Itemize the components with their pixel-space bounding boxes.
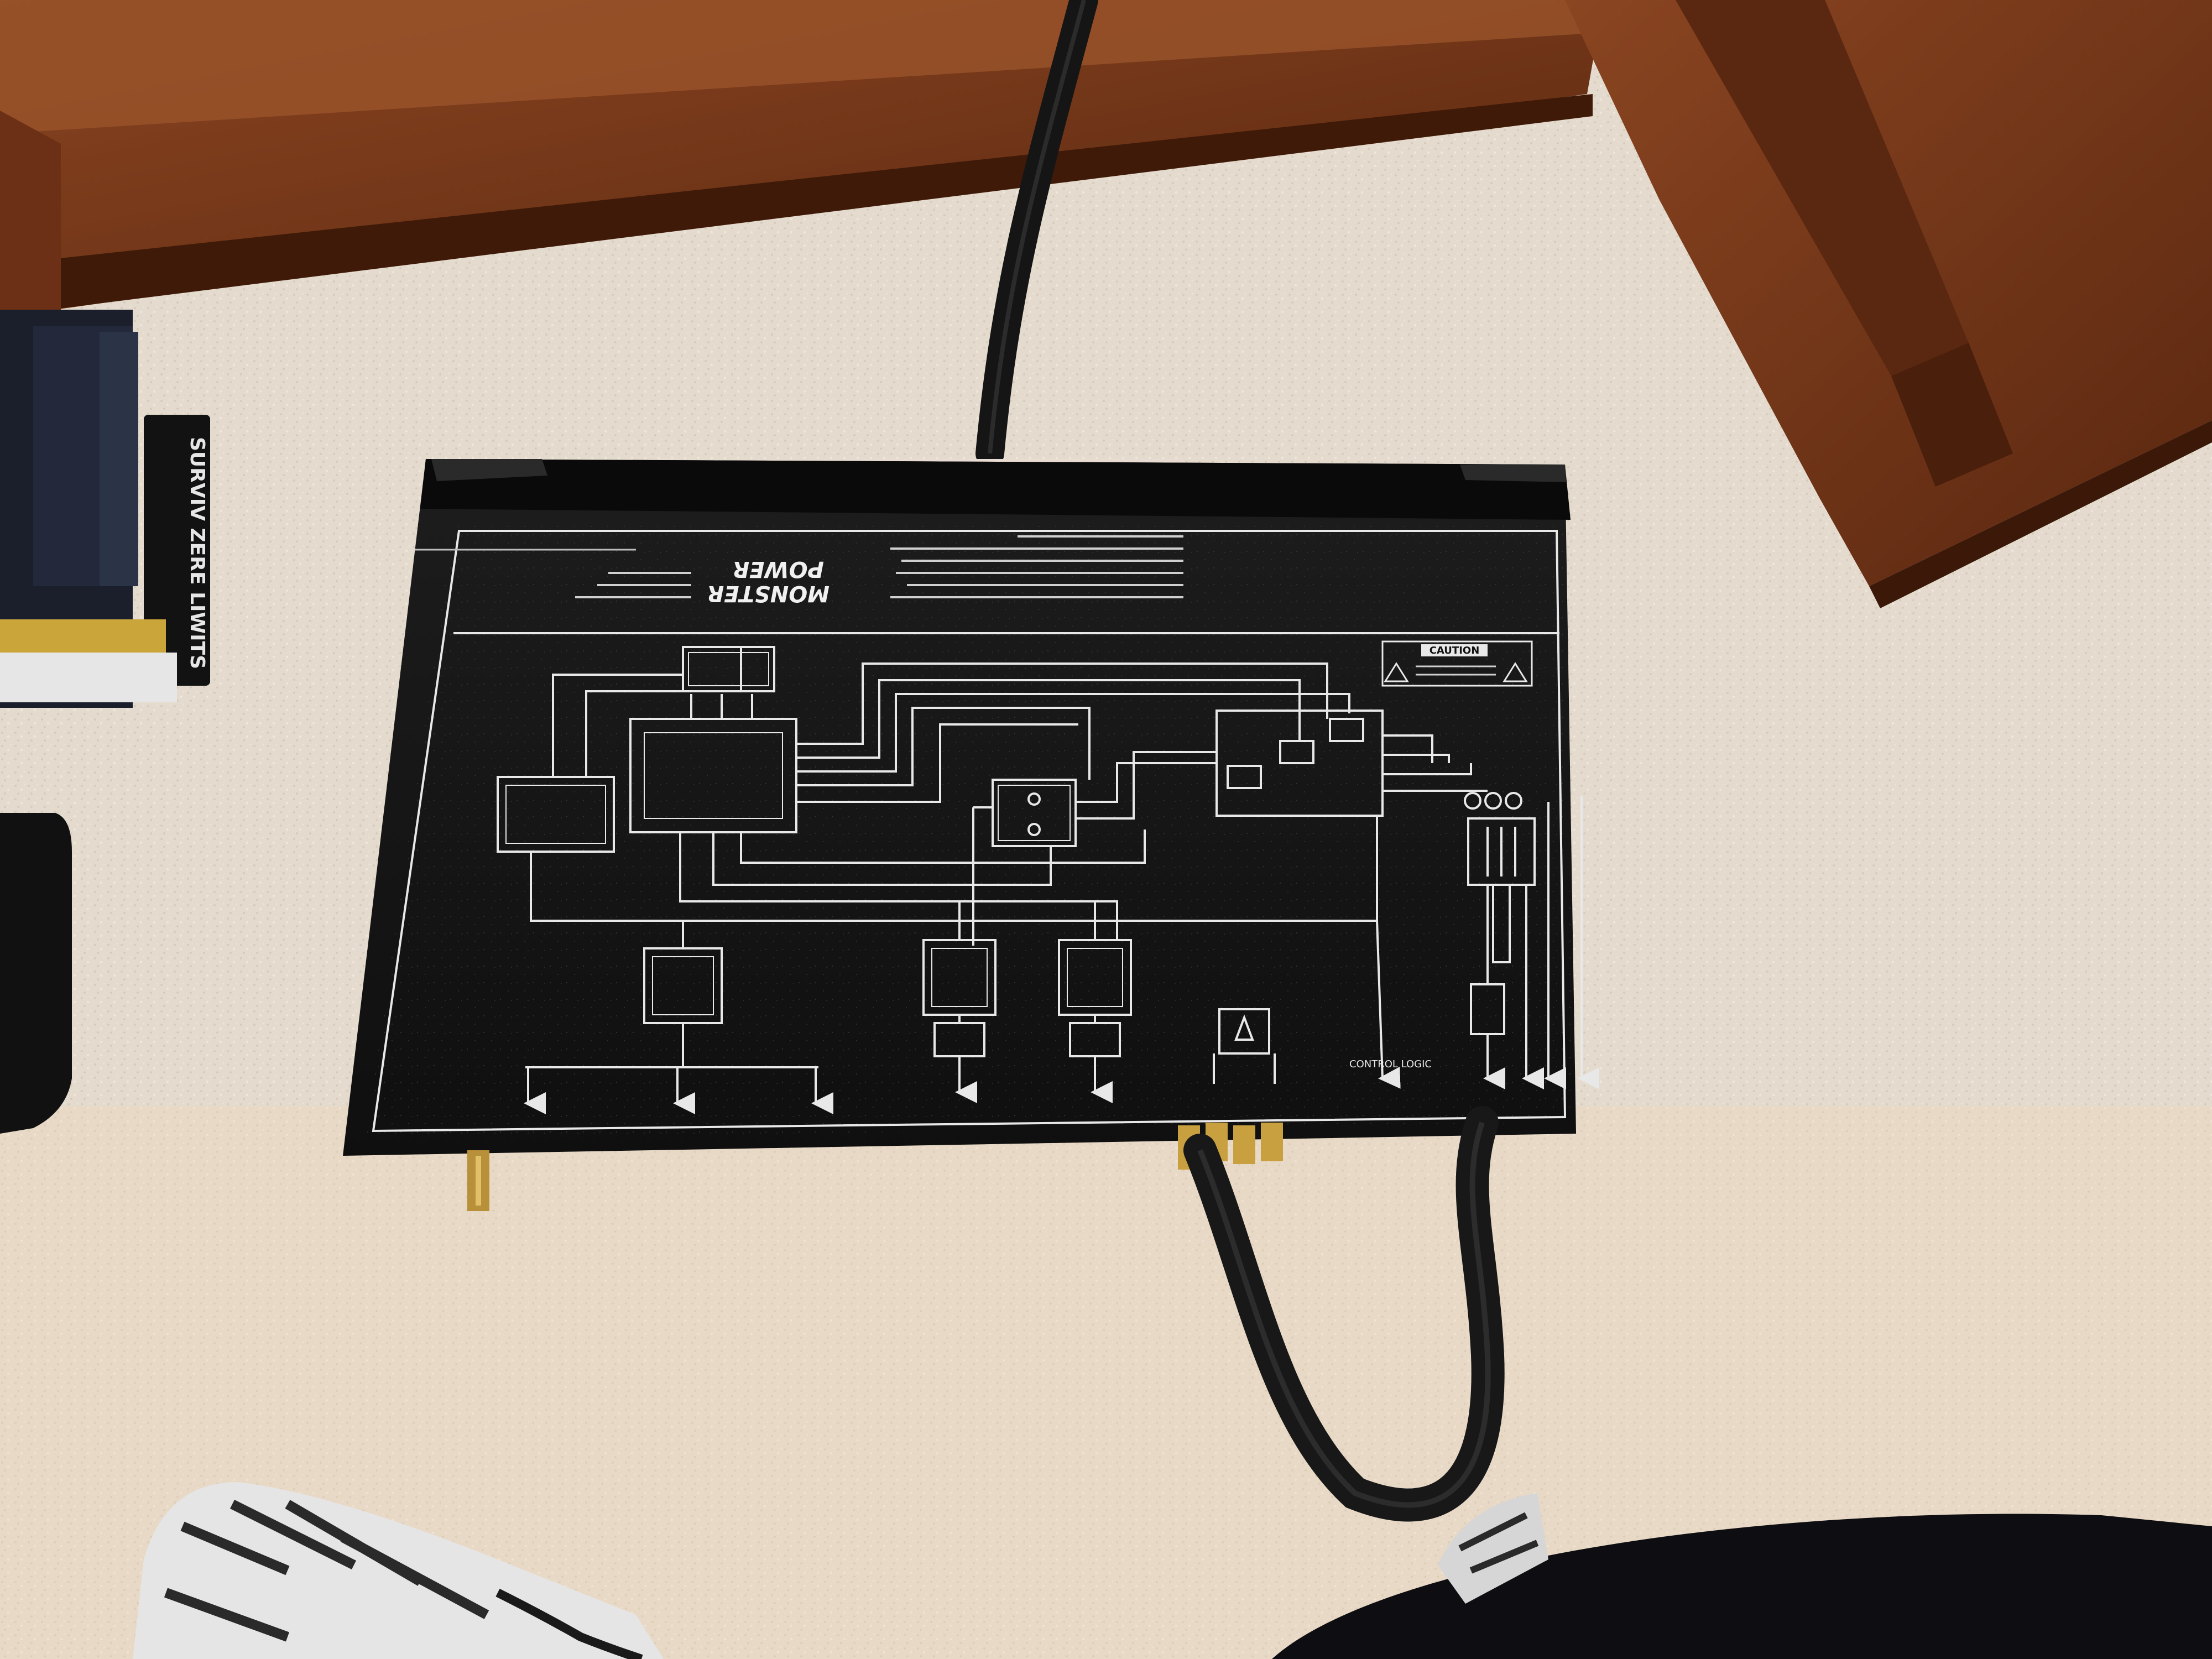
brand-line-1: MONSTER bbox=[707, 581, 830, 606]
book-spine-text: SURVIV ZERE LIWITS bbox=[186, 437, 208, 669]
schematic-module-middle bbox=[992, 779, 1077, 847]
dark-bag bbox=[0, 813, 72, 1134]
wood-cabinet-left bbox=[0, 0, 1604, 365]
book-stack: SURVIV ZERE LIWITS bbox=[0, 310, 210, 708]
schematic-coax-protector bbox=[1218, 1008, 1270, 1055]
warning-triangle-icon bbox=[1384, 662, 1409, 682]
brand-line-2: POWER bbox=[732, 556, 824, 582]
caution-label: CAUTION bbox=[1430, 645, 1480, 656]
warning-triangle-icon bbox=[1503, 662, 1528, 682]
sneaker-right bbox=[1438, 1493, 1548, 1604]
wood-cabinet-right bbox=[1565, 0, 2212, 608]
sneaker-left bbox=[133, 1482, 664, 1659]
schematic-module-left bbox=[497, 776, 615, 853]
caution-block: CAUTION bbox=[1381, 640, 1533, 687]
control-logic-label: CONTROL LOGIC bbox=[1349, 1058, 1432, 1070]
panel-header: MONSTER POWER bbox=[415, 535, 1183, 606]
schematic-diagram bbox=[497, 646, 1599, 1114]
power-conditioner bbox=[343, 459, 1576, 1156]
person-pants bbox=[1272, 1514, 2212, 1659]
